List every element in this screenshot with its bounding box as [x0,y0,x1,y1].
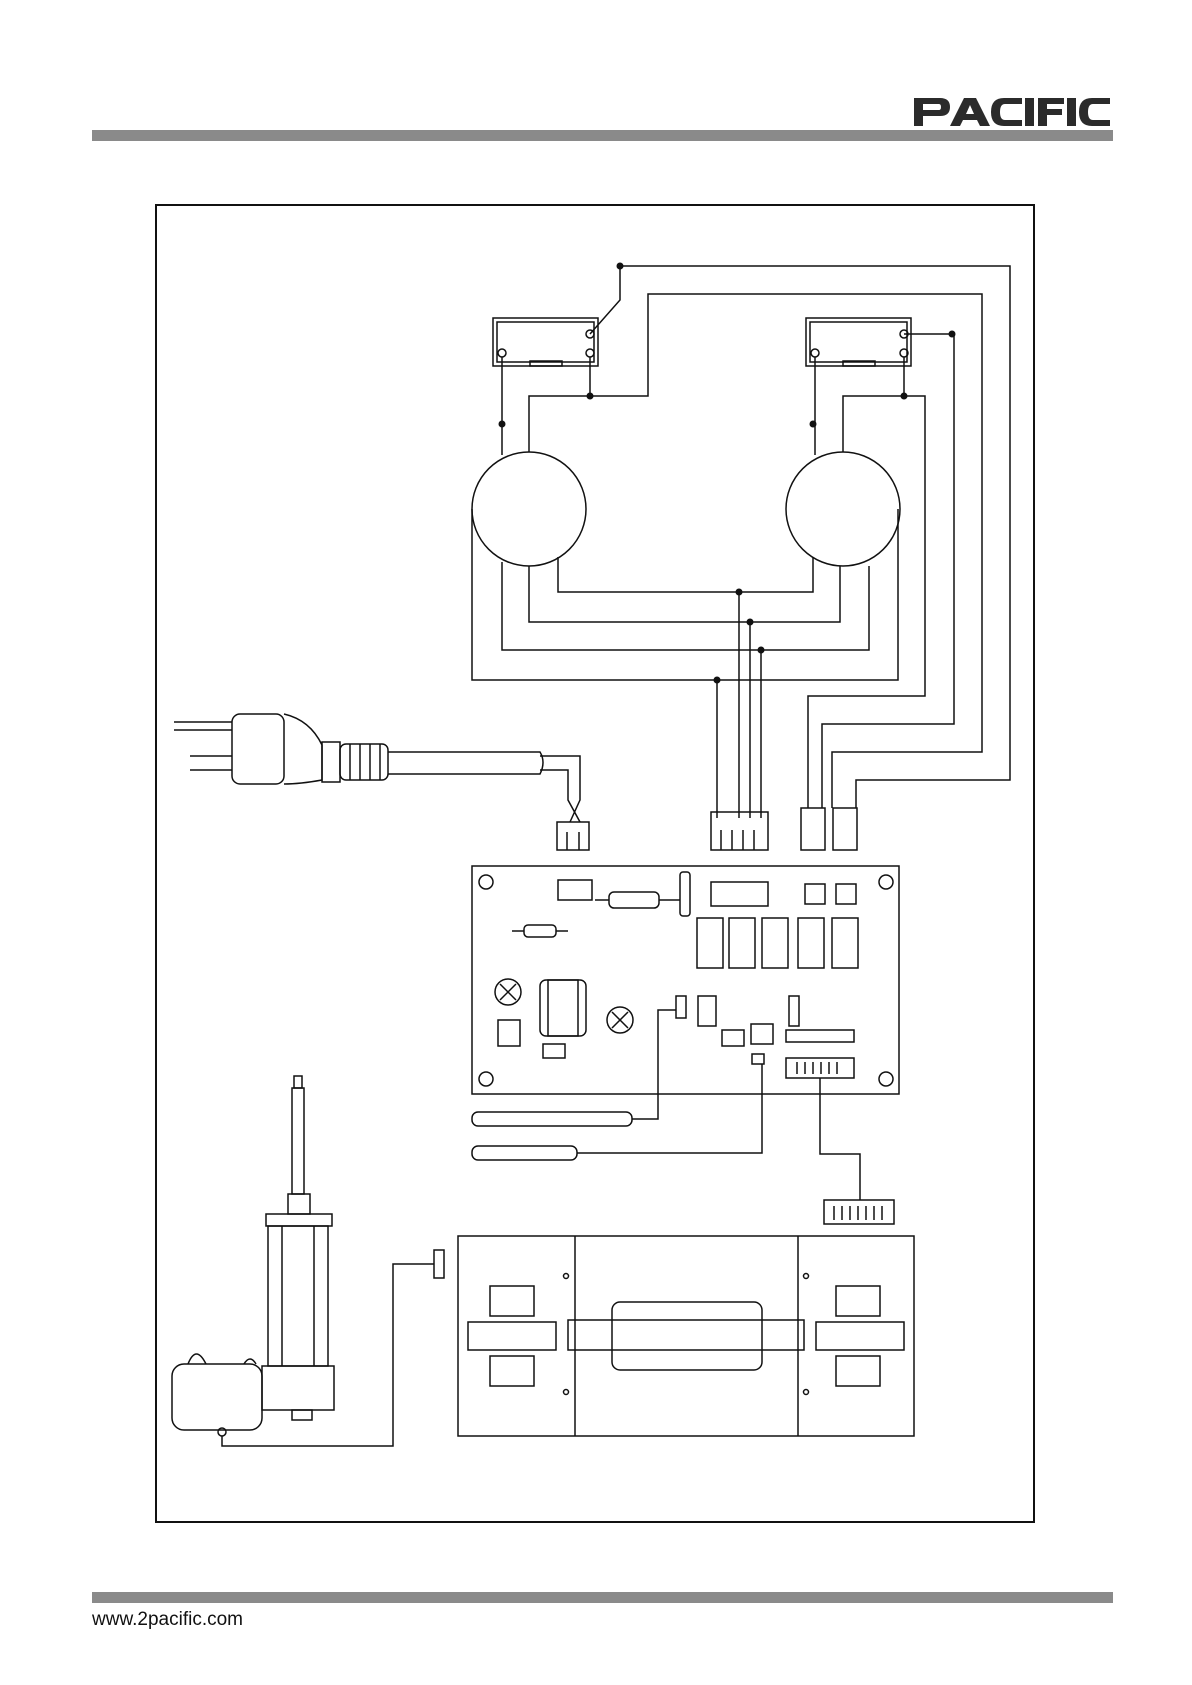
power-plug [174,714,580,822]
footer-bar [92,1592,1113,1603]
control-board [472,866,899,1094]
switch-right [806,318,911,366]
connector-power [557,822,589,850]
switch-left [493,318,598,366]
diagram-frame [156,205,1034,1522]
actuator-connector [434,1250,444,1278]
connector-2pin-a [801,808,825,850]
linear-actuator [172,1076,334,1436]
temperature-sensor [472,1112,632,1126]
footer-url: www.2pacific.com [92,1609,243,1631]
motor-right [786,452,900,566]
connector-2pin-b [833,808,857,850]
motor-left [472,452,586,566]
probe-sensor [472,1146,577,1160]
display-panel [458,1236,914,1436]
